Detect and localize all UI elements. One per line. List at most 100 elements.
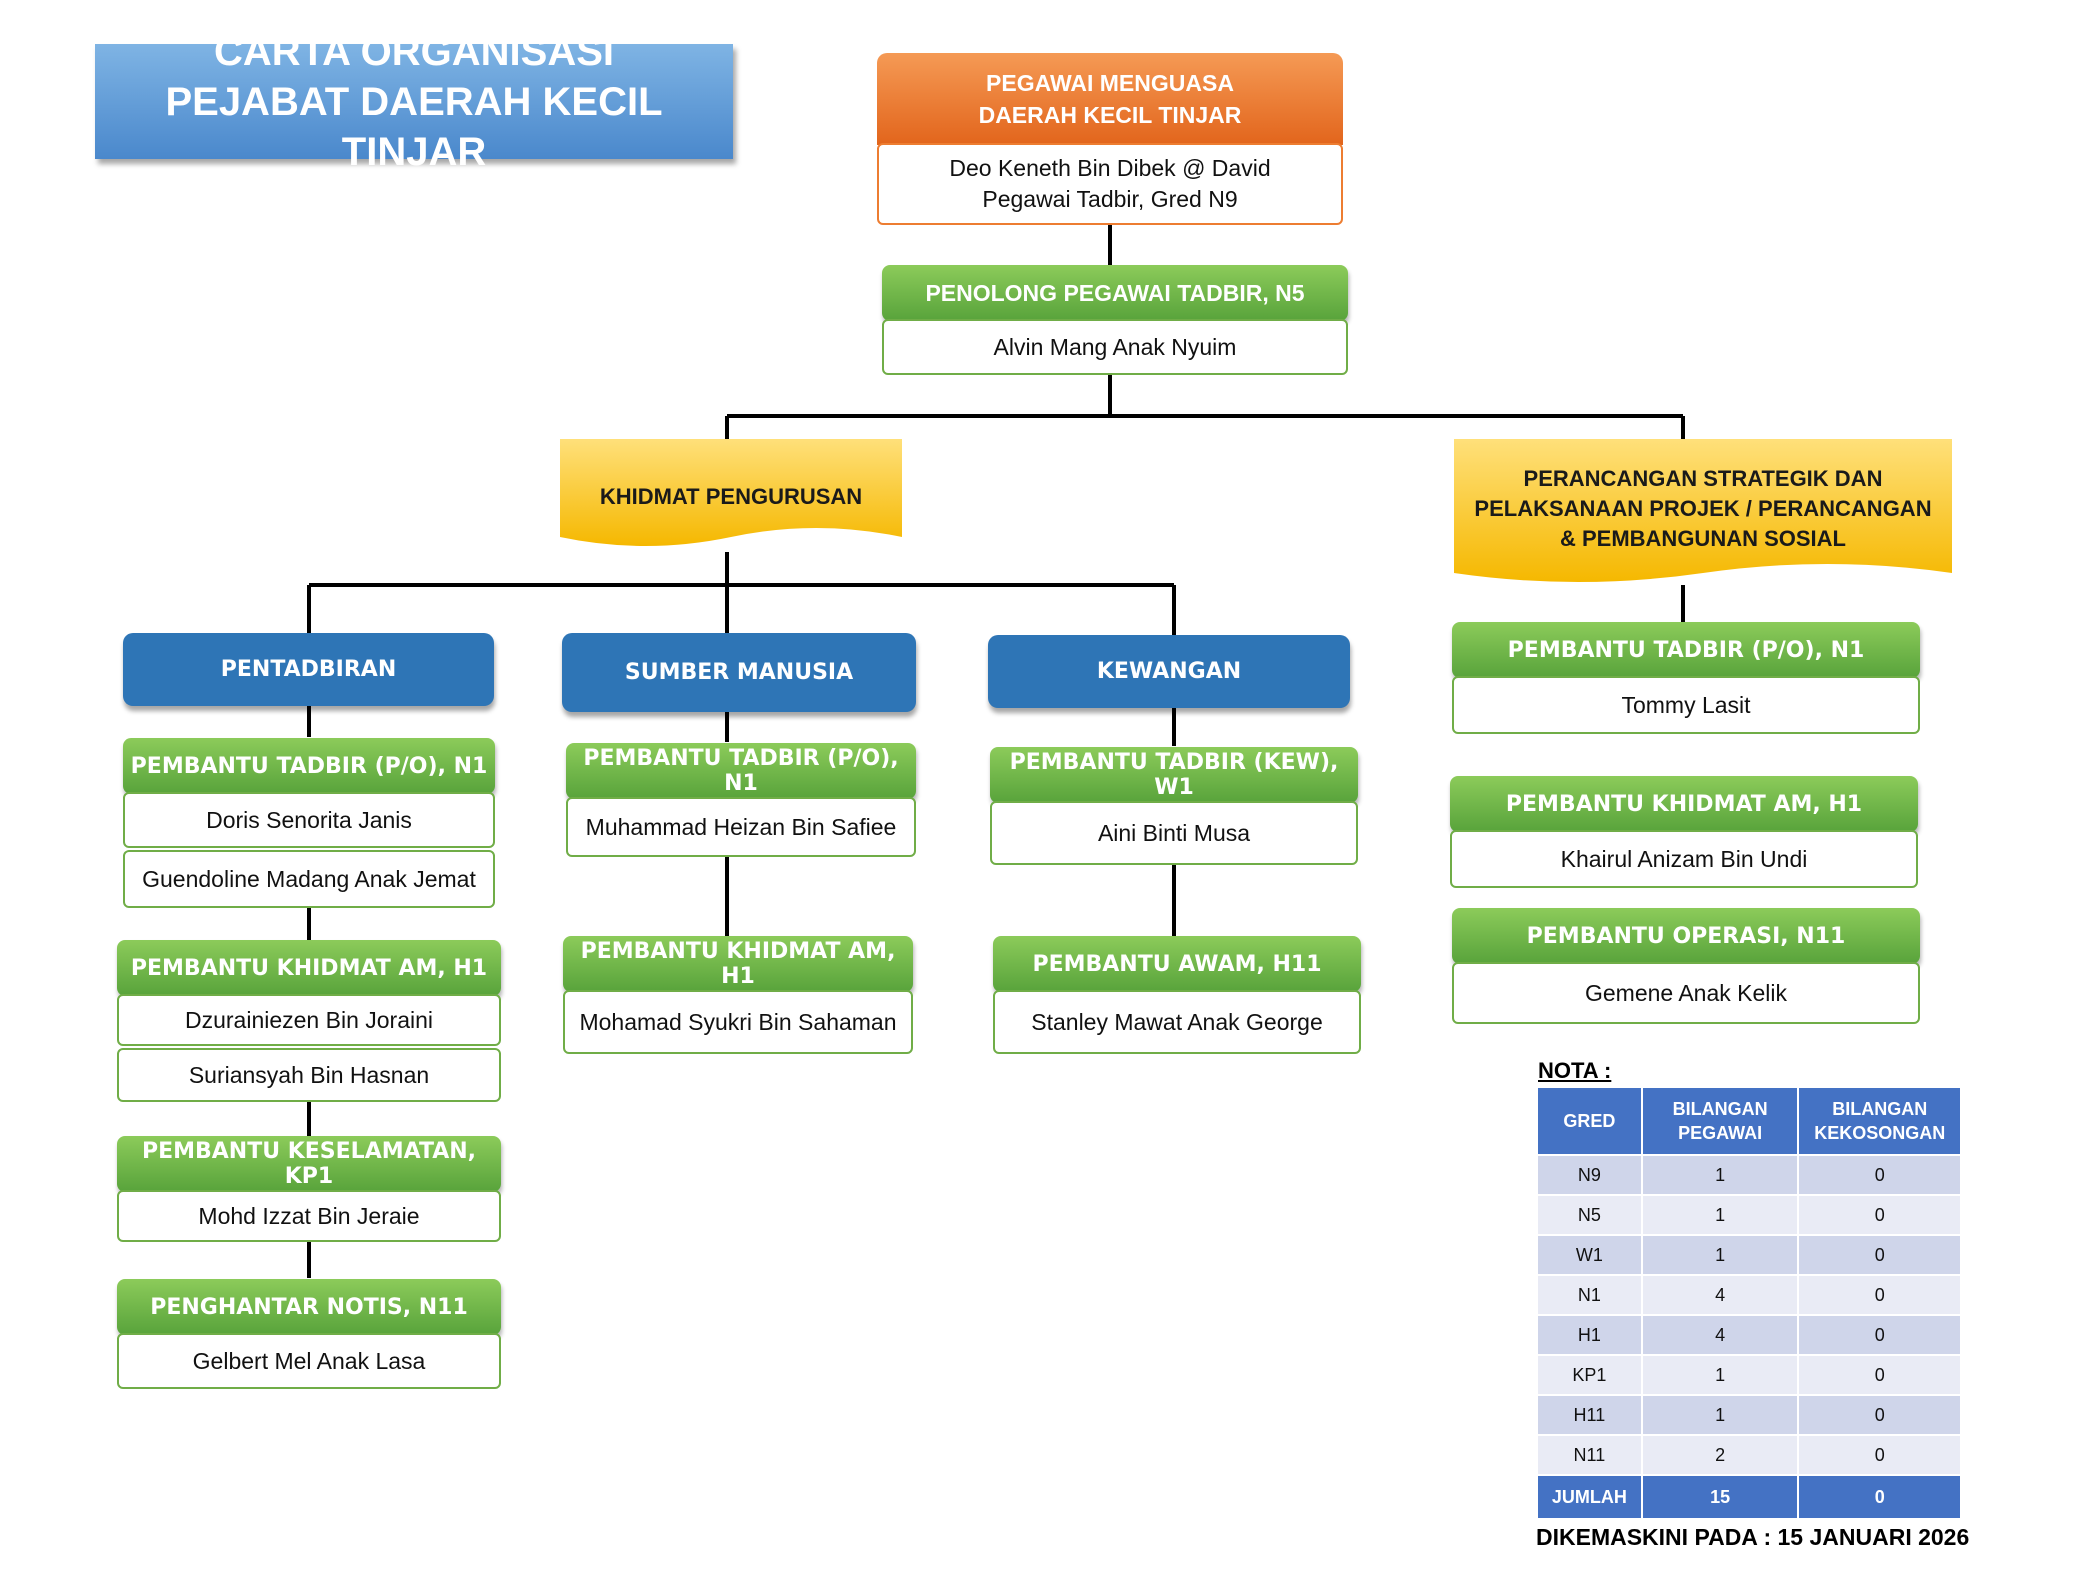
head-role-line2: DAERAH KECIL TINJAR — [978, 102, 1242, 128]
chart-title: CARTA ORGANISASI PEJABAT DAERAH KECIL TI… — [95, 30, 733, 174]
cell-gred: N5 — [1536, 1194, 1643, 1236]
cell-pegawai: 1 — [1640, 1194, 1800, 1236]
cell-pegawai: 1 — [1640, 1354, 1800, 1396]
kewangan-pa-role: PEMBANTU AWAM, H11 — [993, 936, 1361, 992]
cell-kekosongan: 0 — [1797, 1434, 1962, 1476]
cell-pegawai: 4 — [1640, 1314, 1800, 1356]
person-name: Stanley Mawat Anak George — [1031, 1008, 1323, 1035]
chart-title-line2: PEJABAT DAERAH KECIL TINJAR — [165, 79, 663, 174]
pentadbiran-notis-name: Gelbert Mel Anak Lasa — [117, 1333, 501, 1389]
section-kewangan-label: KEWANGAN — [1096, 659, 1242, 684]
cell-kekosongan: 0 — [1797, 1394, 1962, 1436]
person-name: Tommy Lasit — [1621, 691, 1751, 718]
cell-gred: KP1 — [1536, 1354, 1643, 1396]
unit-khidmat-label: KHIDMAT PENGURUSAN — [599, 484, 863, 509]
unit-strategik-label: PERANCANGAN STRATEGIK DAN PELAKSANAAN PR… — [1474, 466, 1932, 551]
header-line: KEKOSONGAN — [1814, 1123, 1946, 1143]
sumber-pk-role: PEMBANTU KHIDMAT AM, H1 — [563, 936, 913, 992]
role-label: PEMBANTU KESELAMATAN, KP1 — [141, 1139, 477, 1189]
cell-gred: N9 — [1536, 1154, 1643, 1196]
cell-pegawai: 4 — [1640, 1274, 1800, 1316]
cell-gred: N1 — [1536, 1274, 1643, 1316]
cell-kekosongan: 0 — [1797, 1274, 1962, 1316]
section-sumber-manusia: SUMBER MANUSIA — [562, 633, 916, 712]
role-label: PEMBANTU KHIDMAT AM, H1 — [130, 955, 488, 981]
kewangan-pt-name: Aini Binti Musa — [990, 801, 1358, 865]
person-name: Khairul Anizam Bin Undi — [1560, 845, 1808, 872]
pentadbiran-pt-name-1: Doris Senorita Janis — [123, 792, 495, 848]
person-name: Mohd Izzat Bin Jeraie — [198, 1202, 420, 1229]
header-line: BILANGAN — [1832, 1099, 1928, 1119]
unit-khidmat-pengurusan: KHIDMAT PENGURUSAN — [560, 439, 902, 555]
header-pegawai: BILANGAN PEGAWAI — [1640, 1086, 1800, 1156]
section-sumber-label: SUMBER MANUSIA — [624, 660, 854, 685]
person-name: Muhammad Heizan Bin Safiee — [585, 813, 897, 840]
person-name: Gelbert Mel Anak Lasa — [192, 1347, 426, 1374]
sumber-pt-role: PEMBANTU TADBIR (P/O), N1 — [566, 743, 916, 799]
table-total-row: JUMLAH 15 0 — [1536, 1474, 1962, 1520]
cell-pegawai: 1 — [1640, 1394, 1800, 1436]
strategik-po-name: Gemene Anak Kelik — [1452, 962, 1920, 1024]
head-position: Pegawai Tadbir, Gred N9 — [982, 186, 1238, 212]
sumber-pt-name: Muhammad Heizan Bin Safiee — [566, 797, 916, 857]
person-name: Aini Binti Musa — [1097, 819, 1251, 846]
header-gred: GRED — [1536, 1086, 1643, 1156]
role-label: PEMBANTU AWAM, H11 — [1032, 951, 1322, 977]
role-label: PEMBANTU KHIDMAT AM, H1 — [1505, 791, 1863, 817]
cell-pegawai: 1 — [1640, 1234, 1800, 1276]
person-name: Mohamad Syukri Bin Sahaman — [579, 1008, 897, 1035]
strategik-pk-role: PEMBANTU KHIDMAT AM, H1 — [1450, 776, 1918, 832]
strategik-po-role: PEMBANTU OPERASI, N11 — [1452, 908, 1920, 964]
assistant-name-box: Alvin Mang Anak Nyuim — [882, 319, 1348, 375]
head-role-box: PEGAWAI MENGUASA DAERAH KECIL TINJAR — [877, 53, 1343, 145]
chart-title-line1: CARTA ORGANISASI — [214, 29, 614, 74]
table-header-row: GRED BILANGAN PEGAWAI BILANGAN KEKOSONGAN — [1536, 1086, 1962, 1156]
pentadbiran-kes-role: PEMBANTU KESELAMATAN, KP1 — [117, 1136, 501, 1192]
person-name: Dzurainiezen Bin Joraini — [184, 1006, 433, 1033]
header-line: PEGAWAI — [1678, 1123, 1763, 1143]
updated-date: DIKEMASKINI PADA : 15 JANUARI 2026 — [1536, 1524, 1970, 1550]
cell-pegawai: 1 — [1640, 1154, 1800, 1196]
pentadbiran-notis-role: PENGHANTAR NOTIS, N11 — [117, 1279, 501, 1335]
head-name-box: Deo Keneth Bin Dibek @ David Pegawai Tad… — [877, 143, 1343, 225]
unit-strategik: PERANCANGAN STRATEGIK DAN PELAKSANAAN PR… — [1454, 439, 1952, 593]
pentadbiran-pt-role: PEMBANTU TADBIR (P/O), N1 — [123, 738, 495, 794]
role-label: PEMBANTU TADBIR (P/O), N1 — [583, 746, 899, 796]
total-label: JUMLAH — [1536, 1474, 1643, 1520]
role-label: PENGHANTAR NOTIS, N11 — [150, 1294, 468, 1320]
pentadbiran-pk-name-1: Dzurainiezen Bin Joraini — [117, 994, 501, 1046]
role-label: PEMBANTU TADBIR (KEW), W1 — [1009, 750, 1339, 800]
cell-kekosongan: 0 — [1797, 1314, 1962, 1356]
pentadbiran-kes-name: Mohd Izzat Bin Jeraie — [117, 1190, 501, 1242]
role-label: PEMBANTU TADBIR (P/O), N1 — [130, 753, 488, 779]
role-label: PEMBANTU KHIDMAT AM, H1 — [580, 939, 896, 989]
cell-kekosongan: 0 — [1797, 1354, 1962, 1396]
strategik-pk-name: Khairul Anizam Bin Undi — [1450, 830, 1918, 888]
cell-gred: W1 — [1536, 1234, 1643, 1276]
banner-shape — [1454, 439, 1952, 582]
cell-kekosongan: 0 — [1797, 1194, 1962, 1236]
section-kewangan: KEWANGAN — [988, 635, 1350, 708]
cell-gred: H1 — [1536, 1314, 1643, 1356]
head-role-line1: PEGAWAI MENGUASA — [986, 70, 1234, 96]
section-pentadbiran: PENTADBIRAN — [123, 633, 494, 706]
kewangan-pt-role: PEMBANTU TADBIR (KEW), W1 — [990, 747, 1358, 803]
total-pegawai: 15 — [1640, 1474, 1800, 1520]
cell-gred: N11 — [1536, 1434, 1643, 1476]
kewangan-pa-name: Stanley Mawat Anak George — [993, 990, 1361, 1054]
header-line: BILANGAN — [1672, 1099, 1768, 1119]
person-name: Guendoline Madang Anak Jemat — [142, 865, 476, 892]
pentadbiran-pt-name-2: Guendoline Madang Anak Jemat — [123, 850, 495, 908]
banner-shape — [560, 439, 902, 546]
header-kekosongan: BILANGAN KEKOSONGAN — [1797, 1086, 1962, 1156]
pentadbiran-pk-role: PEMBANTU KHIDMAT AM, H1 — [117, 940, 501, 996]
